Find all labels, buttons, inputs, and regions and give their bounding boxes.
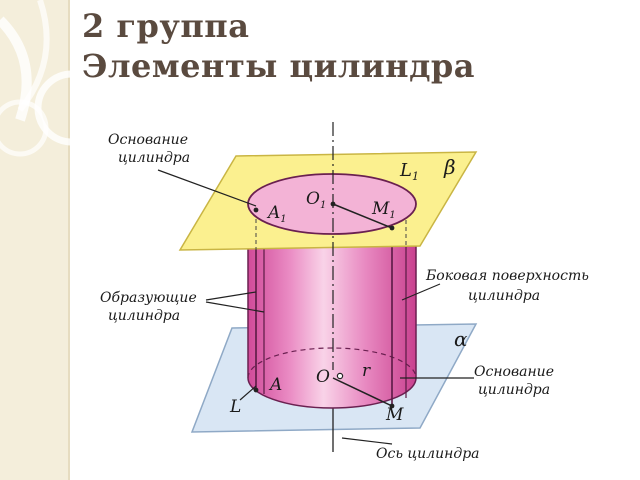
radius-bottom bbox=[332, 377, 393, 407]
label-beta: β bbox=[443, 155, 456, 179]
left-decor-divider bbox=[68, 0, 70, 480]
point-a1 bbox=[253, 207, 259, 213]
point-o bbox=[336, 372, 344, 380]
slide-title: 2 группа Элементы цилиндра bbox=[82, 6, 475, 86]
label-point-l: L bbox=[229, 397, 241, 417]
callout-axis bbox=[341, 437, 393, 445]
label-point-o1: O1 bbox=[306, 189, 326, 211]
label-radius-r: r bbox=[362, 361, 371, 381]
bottom-base-back bbox=[247, 347, 417, 379]
label-generators-2: цилиндра bbox=[108, 308, 180, 324]
point-o1 bbox=[330, 201, 336, 207]
callout-lateral bbox=[401, 283, 441, 301]
corner-ornament bbox=[0, 0, 110, 157]
label-axis: Ось цилиндра bbox=[376, 446, 480, 462]
label-base-bottom-2: цилиндра bbox=[478, 382, 550, 398]
label-point-l1: L1 bbox=[399, 160, 419, 183]
point-a bbox=[253, 387, 259, 393]
label-point-a: A bbox=[268, 375, 282, 395]
point-m bbox=[389, 403, 395, 409]
label-lateral-1: Боковая поверхность bbox=[425, 268, 589, 284]
label-lateral-2: цилиндра bbox=[468, 288, 540, 304]
label-alpha: α bbox=[454, 327, 468, 351]
label-point-m: M bbox=[385, 405, 404, 425]
radius-top bbox=[332, 203, 393, 229]
label-point-o: O bbox=[316, 367, 330, 387]
label-generators-1: Образующие bbox=[100, 290, 197, 306]
label-point-m1: M1 bbox=[371, 199, 396, 221]
label-base-top-1: Основание bbox=[108, 132, 188, 148]
title-line-1: 2 группа bbox=[82, 7, 250, 45]
point-m1 bbox=[389, 225, 395, 231]
callout-l bbox=[239, 385, 257, 401]
label-base-top-2: цилиндра bbox=[118, 150, 190, 166]
callout-base-top bbox=[157, 169, 257, 207]
label-point-a1: A1 bbox=[266, 203, 287, 225]
callout-generator-1 bbox=[205, 291, 257, 301]
callout-generator-2 bbox=[205, 301, 265, 313]
label-base-bottom-1: Основание bbox=[474, 364, 554, 380]
title-line-2: Элементы цилиндра bbox=[82, 47, 476, 85]
